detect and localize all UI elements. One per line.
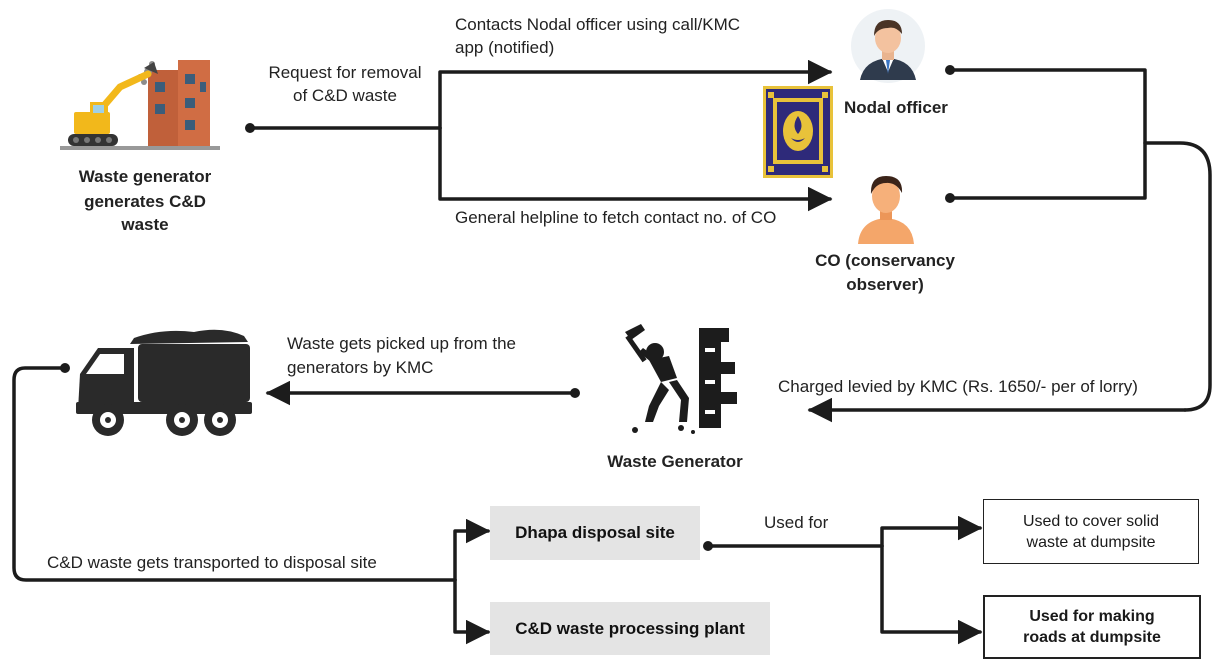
picked-up-line2: generators by KMC: [287, 358, 434, 377]
officer-avatar-icon: [851, 9, 925, 83]
cover-solid-line1: Used to cover solid: [1022, 512, 1160, 530]
excavator-icon: [60, 60, 220, 150]
worker-hammer-icon: [625, 324, 737, 434]
roads-line2: roads at dumpsite: [1023, 629, 1161, 646]
edge-to-roads: [880, 544, 983, 645]
edge-to-co: [438, 126, 833, 212]
kmc-seal-icon: [763, 86, 833, 178]
edge-to-dhapa: [453, 518, 491, 582]
generator-line3: waste: [121, 215, 169, 234]
roads-at-dumpsite-box: Used for making roads at dumpsite: [983, 595, 1201, 659]
edge-transport: [12, 366, 457, 582]
edge-to-nodal: [438, 59, 833, 130]
nodal-officer-title: Nodal officer: [844, 98, 948, 117]
cover-solid-waste-box: Used to cover solid waste at dumpsite: [983, 499, 1199, 564]
co-line1: CO (conservancy: [815, 251, 955, 270]
waste-generator-title: Waste Generator: [607, 452, 743, 471]
request-label-line2: of C&D waste: [293, 86, 397, 105]
edge-nodal-right: [948, 68, 1147, 145]
picked-up-line1: Waste gets picked up from the: [287, 334, 516, 353]
dump-truck-icon: [76, 329, 252, 436]
dhapa-disposal-site-box: Dhapa disposal site: [490, 506, 700, 560]
edge-co-right: [948, 141, 1212, 412]
contacts-nodal-line1: Contacts Nodal officer using call/KMC: [455, 15, 741, 34]
edge-to-cover: [880, 515, 983, 548]
edge-to-plant: [453, 578, 491, 645]
helpline-label: General helpline to fetch contact no. of…: [455, 208, 777, 227]
charged-label: Charged levied by KMC (Rs. 1650/- per of…: [778, 377, 1138, 396]
processing-plant-box: C&D waste processing plant: [490, 602, 770, 655]
observer-avatar-icon: [858, 176, 914, 244]
used-for-label: Used for: [764, 513, 829, 532]
generator-line2: generates C&D: [84, 192, 206, 211]
contacts-nodal-line2: app (notified): [455, 38, 555, 57]
generator-title: Waste generator: [78, 167, 212, 186]
co-line2: observer): [846, 275, 924, 294]
request-label-line1: Request for removal: [268, 63, 422, 82]
roads-line1: Used for making: [1029, 608, 1155, 625]
transported-label: C&D waste gets transported to disposal s…: [47, 553, 377, 572]
cover-solid-line2: waste at dumpsite: [1026, 533, 1156, 551]
